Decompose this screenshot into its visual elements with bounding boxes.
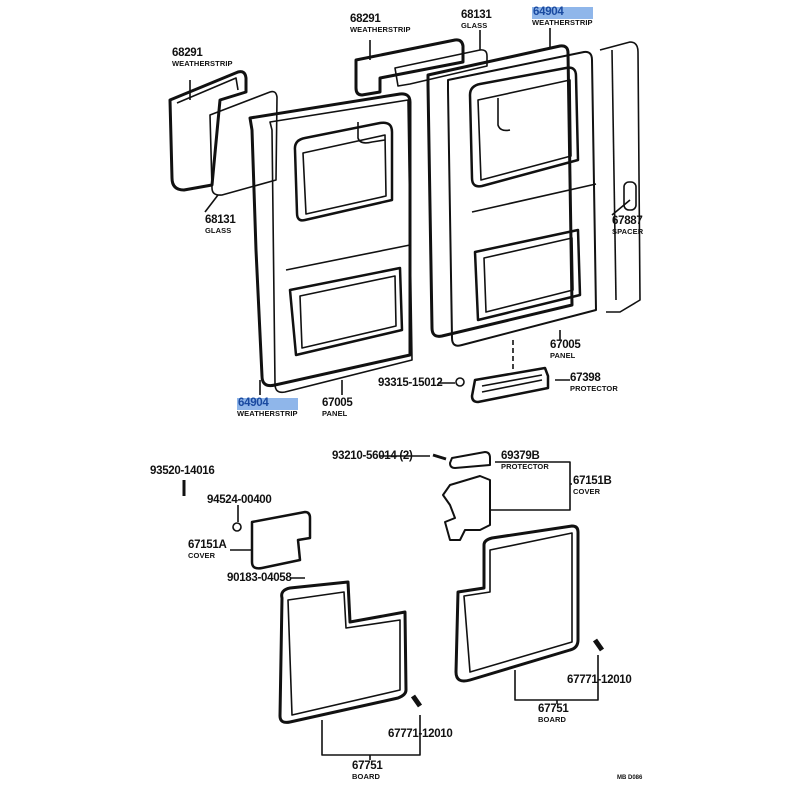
spacer-67887-shape — [623, 181, 637, 211]
part-name: BOARD — [352, 771, 380, 781]
part-name: WEATHERSTRIP — [237, 408, 298, 418]
part-name: COVER — [573, 486, 601, 496]
part-name: PANEL — [550, 350, 576, 360]
weatherstrip-68291-right-shape — [354, 38, 465, 97]
part-number: 67751 — [538, 703, 569, 715]
part-name: BOARD — [538, 714, 566, 724]
part-number: 93520-14016 — [150, 465, 215, 477]
part-name: GLASS — [461, 20, 488, 30]
clip-67771-left-shape — [410, 694, 423, 708]
panel-67005-right-shape — [426, 44, 597, 347]
part-number: 67771-12010 — [388, 728, 453, 740]
screw-93210-shape — [432, 453, 447, 461]
label-93210-56014: 93210-56014 (2) — [332, 450, 413, 463]
nut-94524-shape — [232, 522, 242, 532]
label-93315-15012: 93315-15012 — [378, 377, 443, 390]
part-name: WEATHERSTRIP — [350, 24, 411, 34]
cover-67151A-shape — [250, 510, 312, 570]
diagram-code: MB D086 — [617, 775, 643, 781]
board-67751-left-shape — [278, 580, 408, 724]
part-number: 69379B — [501, 450, 540, 462]
part-number: 68291 — [350, 13, 381, 25]
part-number: 94524-00400 — [207, 494, 272, 506]
cover-67151B-shape — [442, 475, 491, 541]
part-number: 67005 — [322, 397, 353, 409]
part-name: PANEL — [322, 408, 348, 418]
part-number-highlighted[interactable]: 64904 — [532, 6, 593, 19]
bolt-93315-shape — [455, 377, 465, 387]
part-name: SPACER — [612, 226, 644, 236]
part-name: PROTECTOR — [501, 461, 549, 471]
protector-69379B-shape — [449, 451, 491, 469]
part-name: WEATHERSTRIP — [172, 58, 233, 68]
board-67751-right-shape — [454, 524, 580, 683]
label-90183-04058: 90183-04058 — [227, 572, 292, 585]
panel-67005-left-shape — [248, 92, 413, 394]
part-number: 93210-56014 (2) — [332, 450, 413, 462]
part-number: 93315-15012 — [378, 377, 443, 389]
clip-67771-right-shape — [592, 638, 605, 652]
label-67771-12010-left: 67771-12010 — [388, 728, 453, 741]
part-number: 67887 — [612, 215, 643, 227]
part-number: 67151B — [573, 475, 612, 487]
part-number: 68291 — [172, 47, 203, 59]
part-number: 90183-04058 — [227, 572, 292, 584]
part-name: PROTECTOR — [570, 383, 618, 393]
part-number: 67398 — [570, 372, 601, 384]
label-94524-00400: 94524-00400 — [207, 494, 272, 507]
part-number: 67771-12010 — [567, 674, 632, 686]
part-number: 67005 — [550, 339, 581, 351]
protector-67398-shape — [470, 366, 550, 404]
part-name: GLASS — [205, 225, 232, 235]
part-name: COVER — [188, 550, 216, 560]
label-67771-12010-right: 67771-12010 — [567, 674, 632, 687]
part-number: 68131 — [205, 214, 236, 226]
part-number: 67751 — [352, 760, 383, 772]
body-edge-shape — [599, 41, 641, 313]
part-number: 67151A — [188, 539, 227, 551]
glass-68131-top-shape — [394, 49, 488, 87]
label-93520-14016: 93520-14016 — [150, 465, 215, 478]
part-number: 68131 — [461, 9, 492, 21]
weatherstrip-68291-left-shape — [168, 70, 248, 192]
part-number-highlighted[interactable]: 64904 — [237, 397, 298, 410]
part-name: WEATHERSTRIP — [532, 17, 593, 27]
glass-68131-left-shape — [209, 90, 278, 196]
